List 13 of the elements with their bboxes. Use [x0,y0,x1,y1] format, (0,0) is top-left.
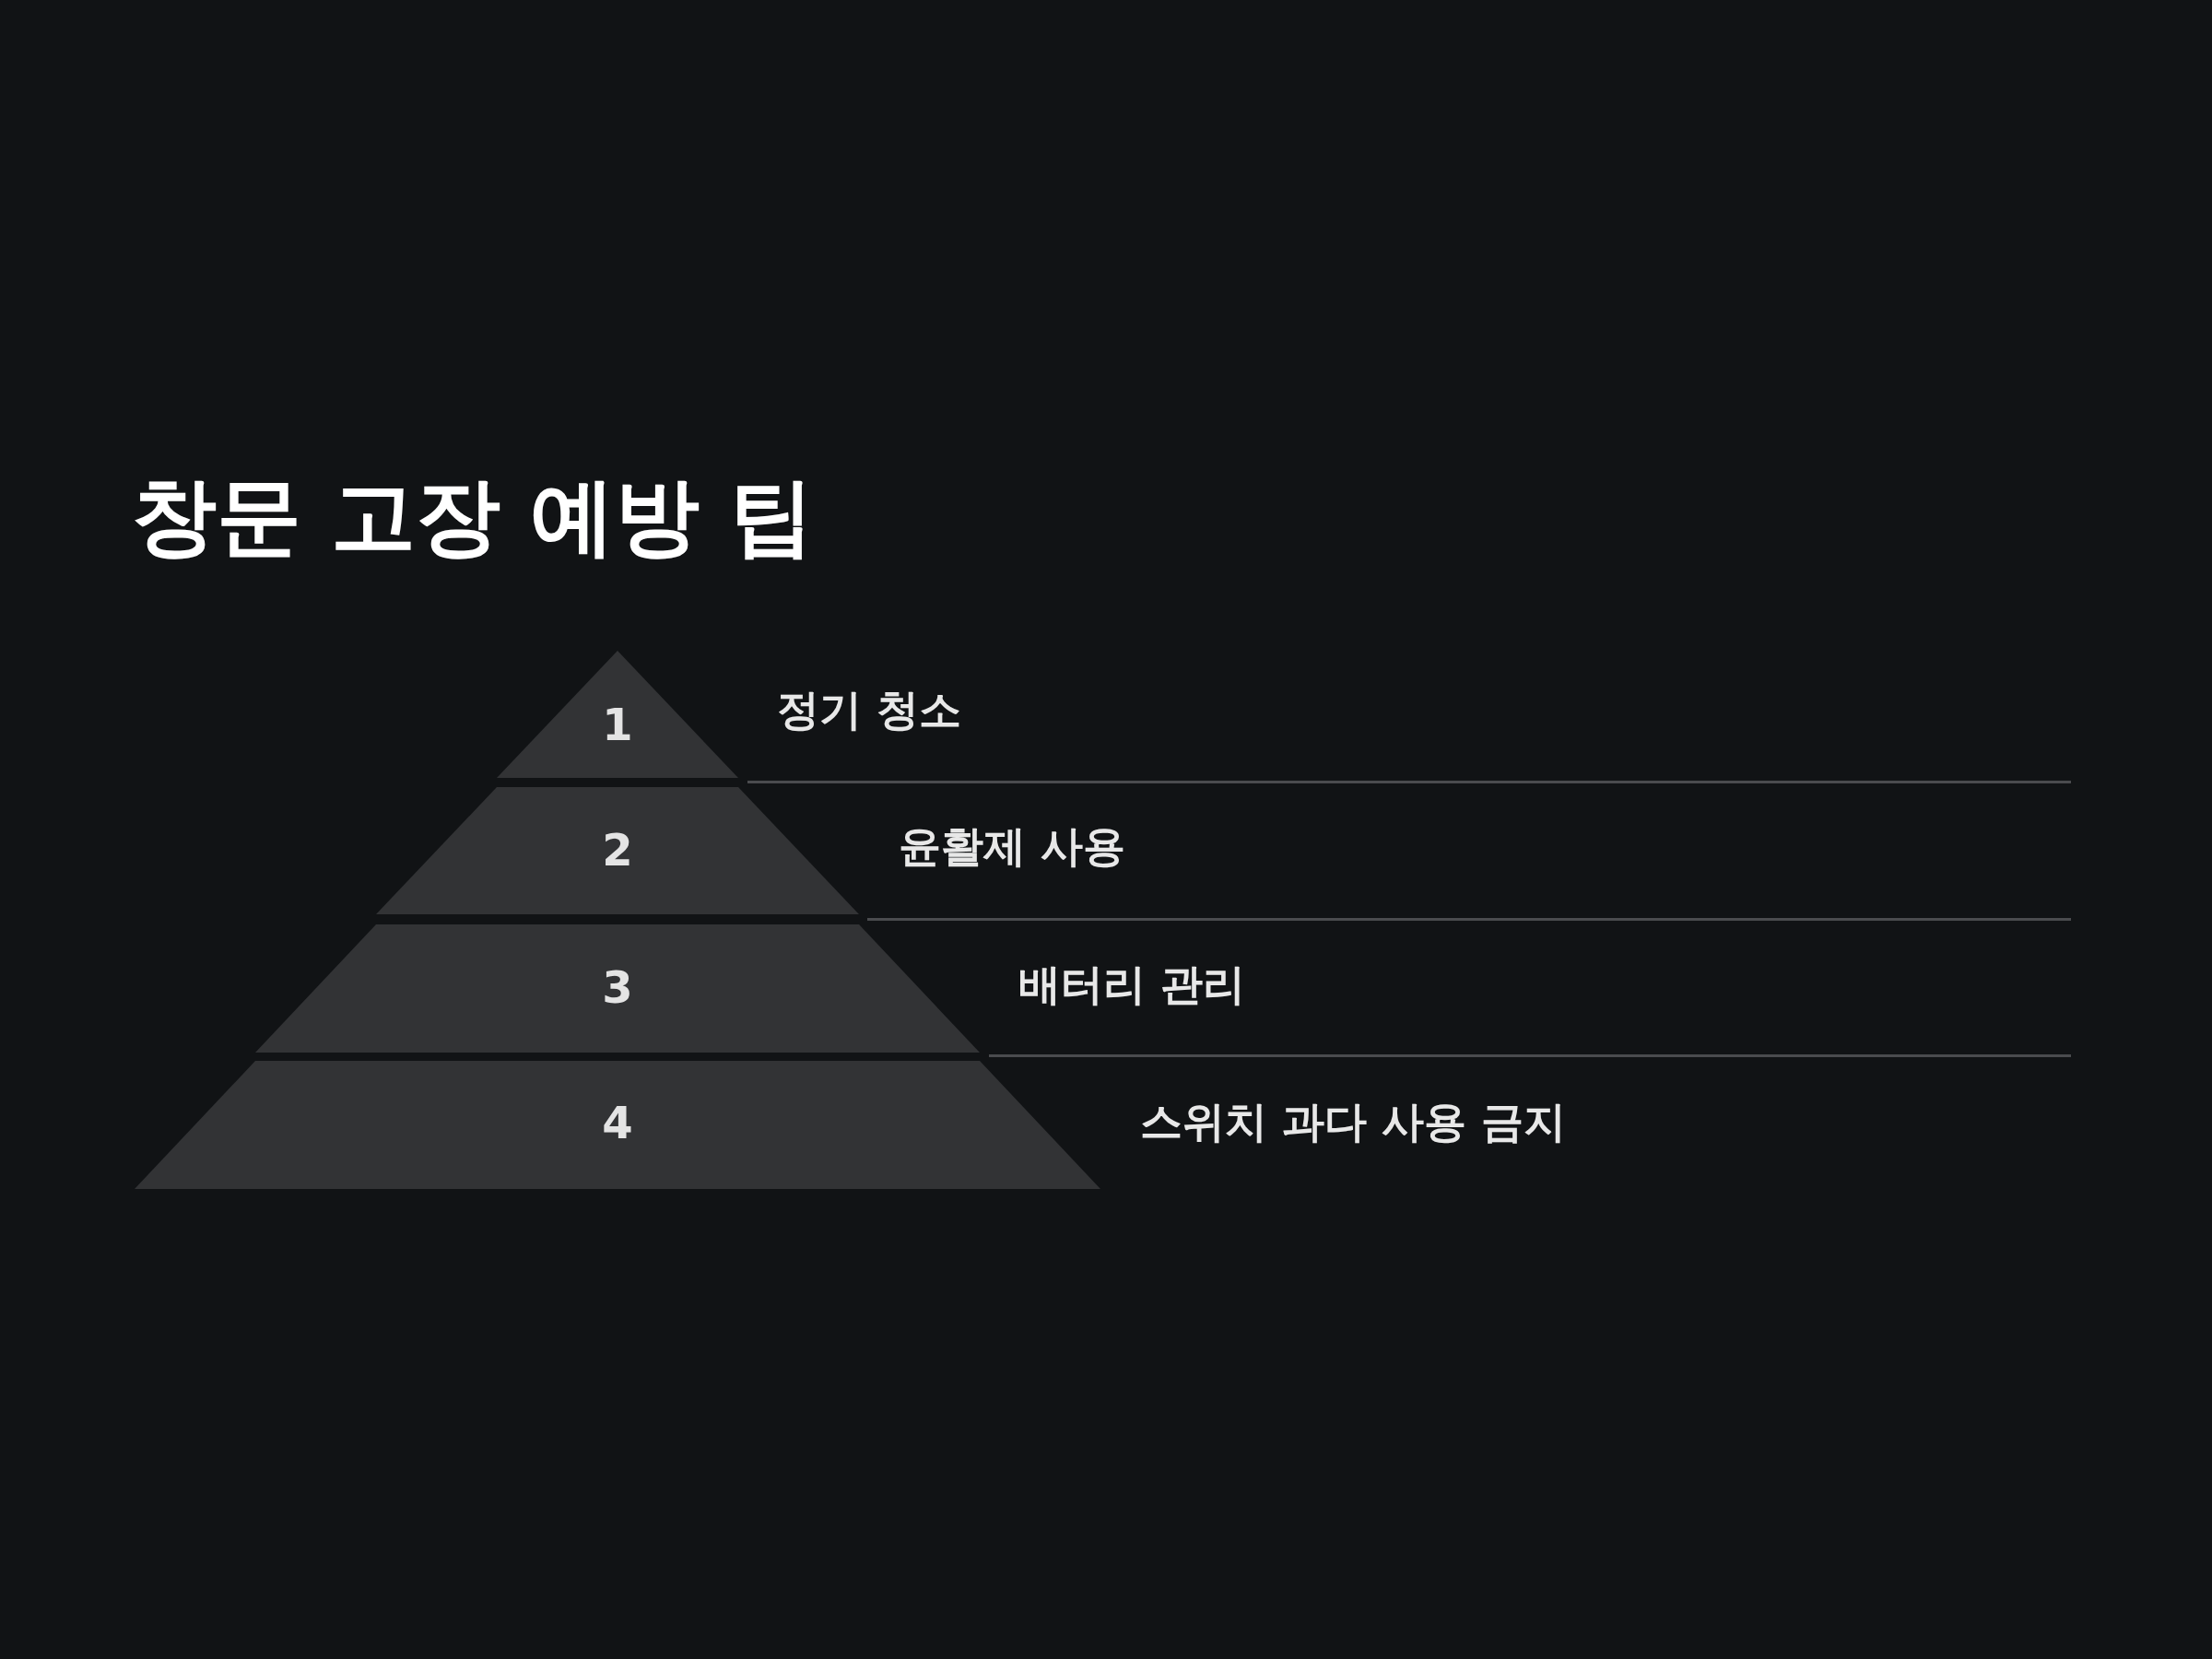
tier-label: 정기 청소 [777,686,961,734]
tier-number: 2 [602,828,633,872]
title: 창문 고장 예방 팁 [132,468,815,566]
tier-label: 스위치 과다 사용 금지 [1140,1098,1567,1146]
pyramid-tier [376,787,859,914]
pyramid-tier [255,924,980,1053]
tier-label: 배터리 관리 [1018,960,1245,1008]
tier-label: 윤활제 사용 [899,822,1125,870]
tier-number: 1 [602,702,633,747]
pyramid-tier [497,651,738,778]
tier-number: 3 [602,965,633,1009]
tier-number: 4 [602,1100,633,1145]
pyramid-tier [135,1061,1100,1189]
